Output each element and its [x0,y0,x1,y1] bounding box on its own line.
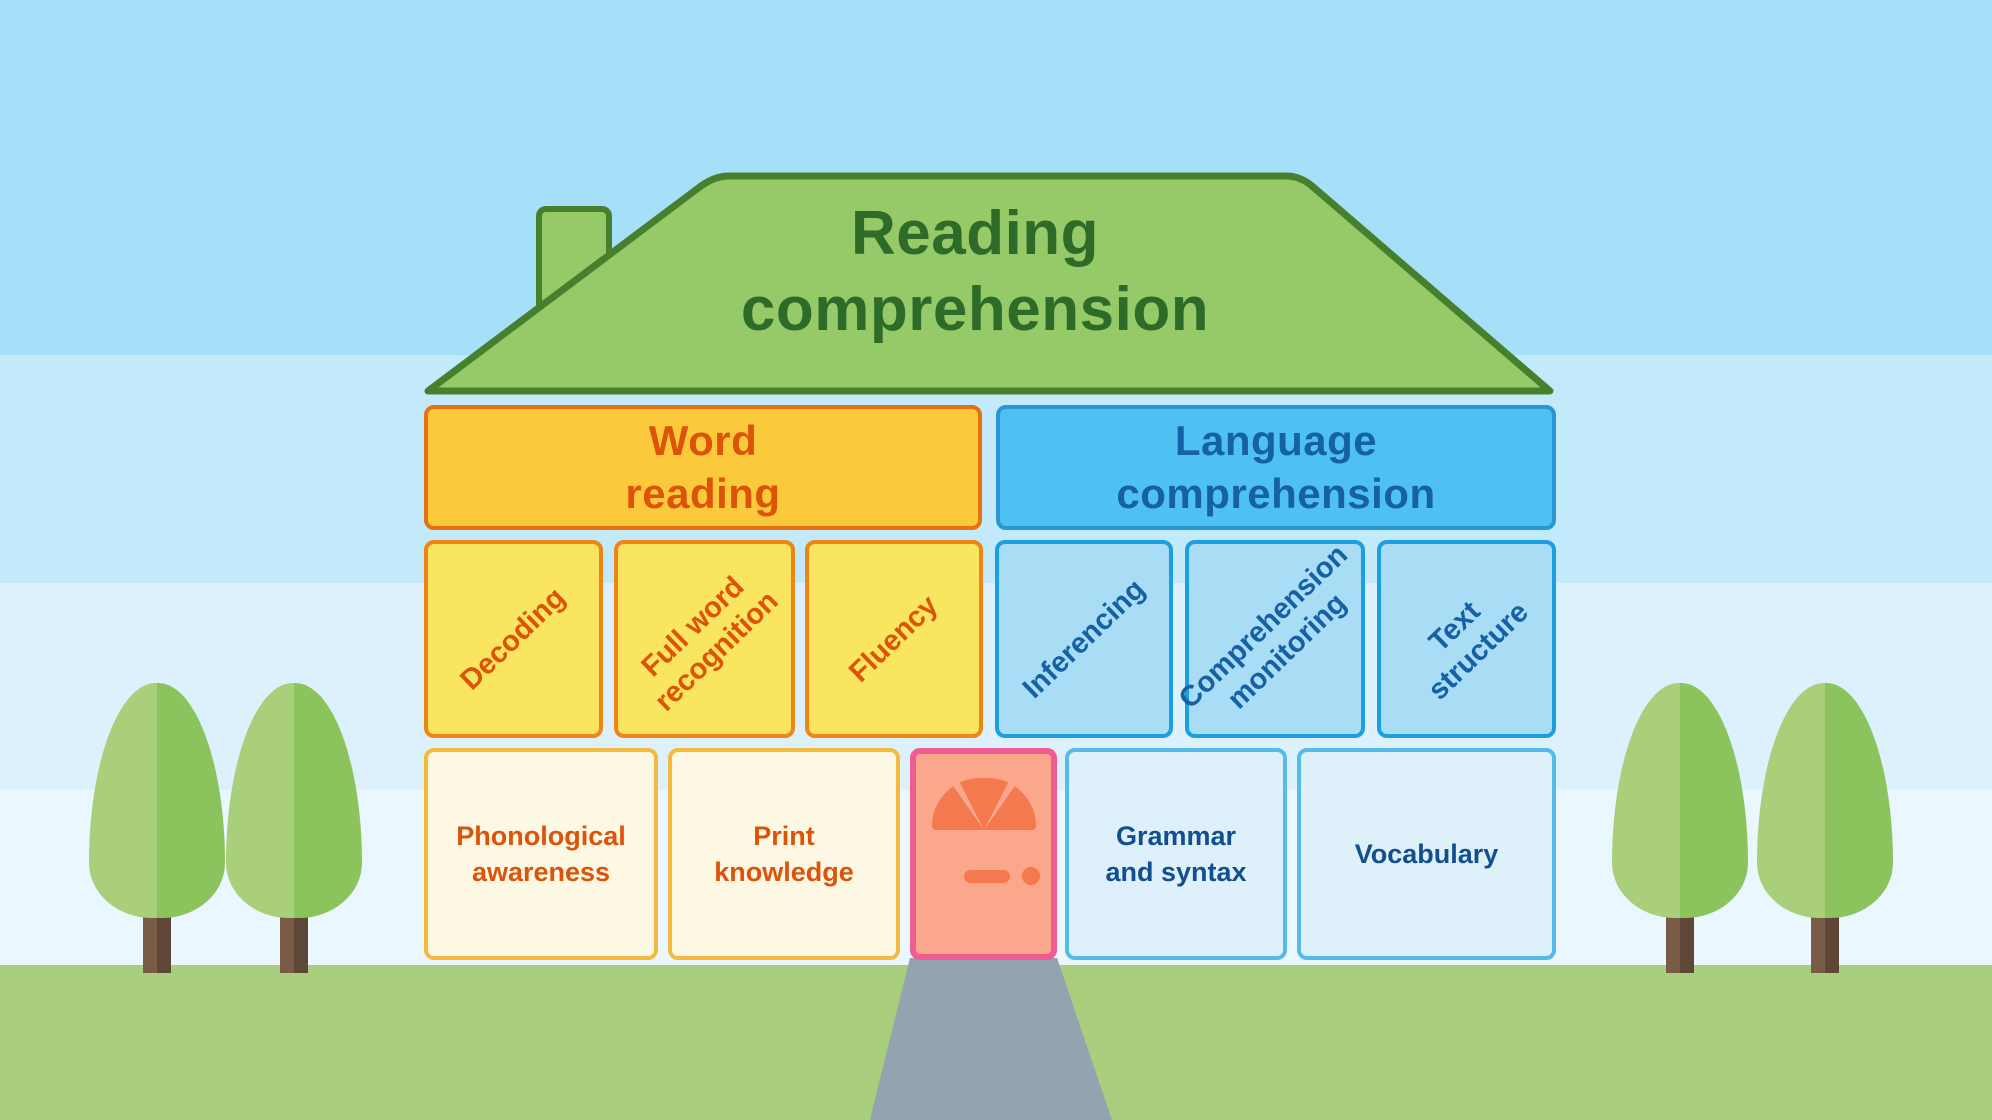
box-text-structure-label: Text structure [1421,595,1535,707]
box-grammar-and-syntax: Grammar and syntax [1065,748,1287,960]
box-decoding: Decoding [424,540,603,738]
door-knob [1022,867,1040,885]
tree-4 [1757,683,1893,973]
tree-foliage [1612,683,1748,918]
tree-2 [226,683,362,973]
box-fluency-label: Fluency [843,589,945,689]
box-vocabulary: Vocabulary [1297,748,1556,960]
box-vocabulary-label: Vocabulary [1354,838,1499,869]
box-phonological-awareness: Phonological awareness [424,748,658,960]
tree-1 [89,683,225,973]
tree-foliage [89,683,225,918]
tree-foliage [1757,683,1893,918]
tree-foliage [226,683,362,918]
box-word-reading-label: Word reading [625,417,781,517]
box-print-knowledge: Print knowledge [668,748,900,960]
tree-3 [1612,683,1748,973]
box-word-reading: Word reading [424,405,982,530]
box-comprehension-monitoring: Comprehension monitoring [1173,538,1365,738]
box-full-word-recognition: Full word recognition [614,540,795,738]
box-print-knowledge-label: Print knowledge [714,820,854,887]
box-decoding-label: Decoding [454,581,573,697]
box-inferencing: Inferencing [995,540,1173,738]
box-grammar-and-syntax-label: Grammar and syntax [1105,820,1247,887]
diagram-title: Reading comprehension [740,199,1210,344]
door-fanlight-window [932,778,1036,830]
box-language-comprehension: Language comprehension [996,405,1556,530]
front-door [910,748,1057,960]
box-inferencing-label: Inferencing [1016,573,1152,705]
box-language-comprehension-label: Language comprehension [1116,417,1436,517]
door-letterbox [964,870,1010,883]
box-text-structure: Text structure [1377,540,1556,738]
box-comprehension-monitoring-label: Comprehension monitoring [1172,538,1354,716]
box-full-word-recognition-label: Full word recognition [635,570,785,718]
box-phonological-awareness-label: Phonological awareness [456,820,626,887]
box-fluency: Fluency [805,540,983,738]
